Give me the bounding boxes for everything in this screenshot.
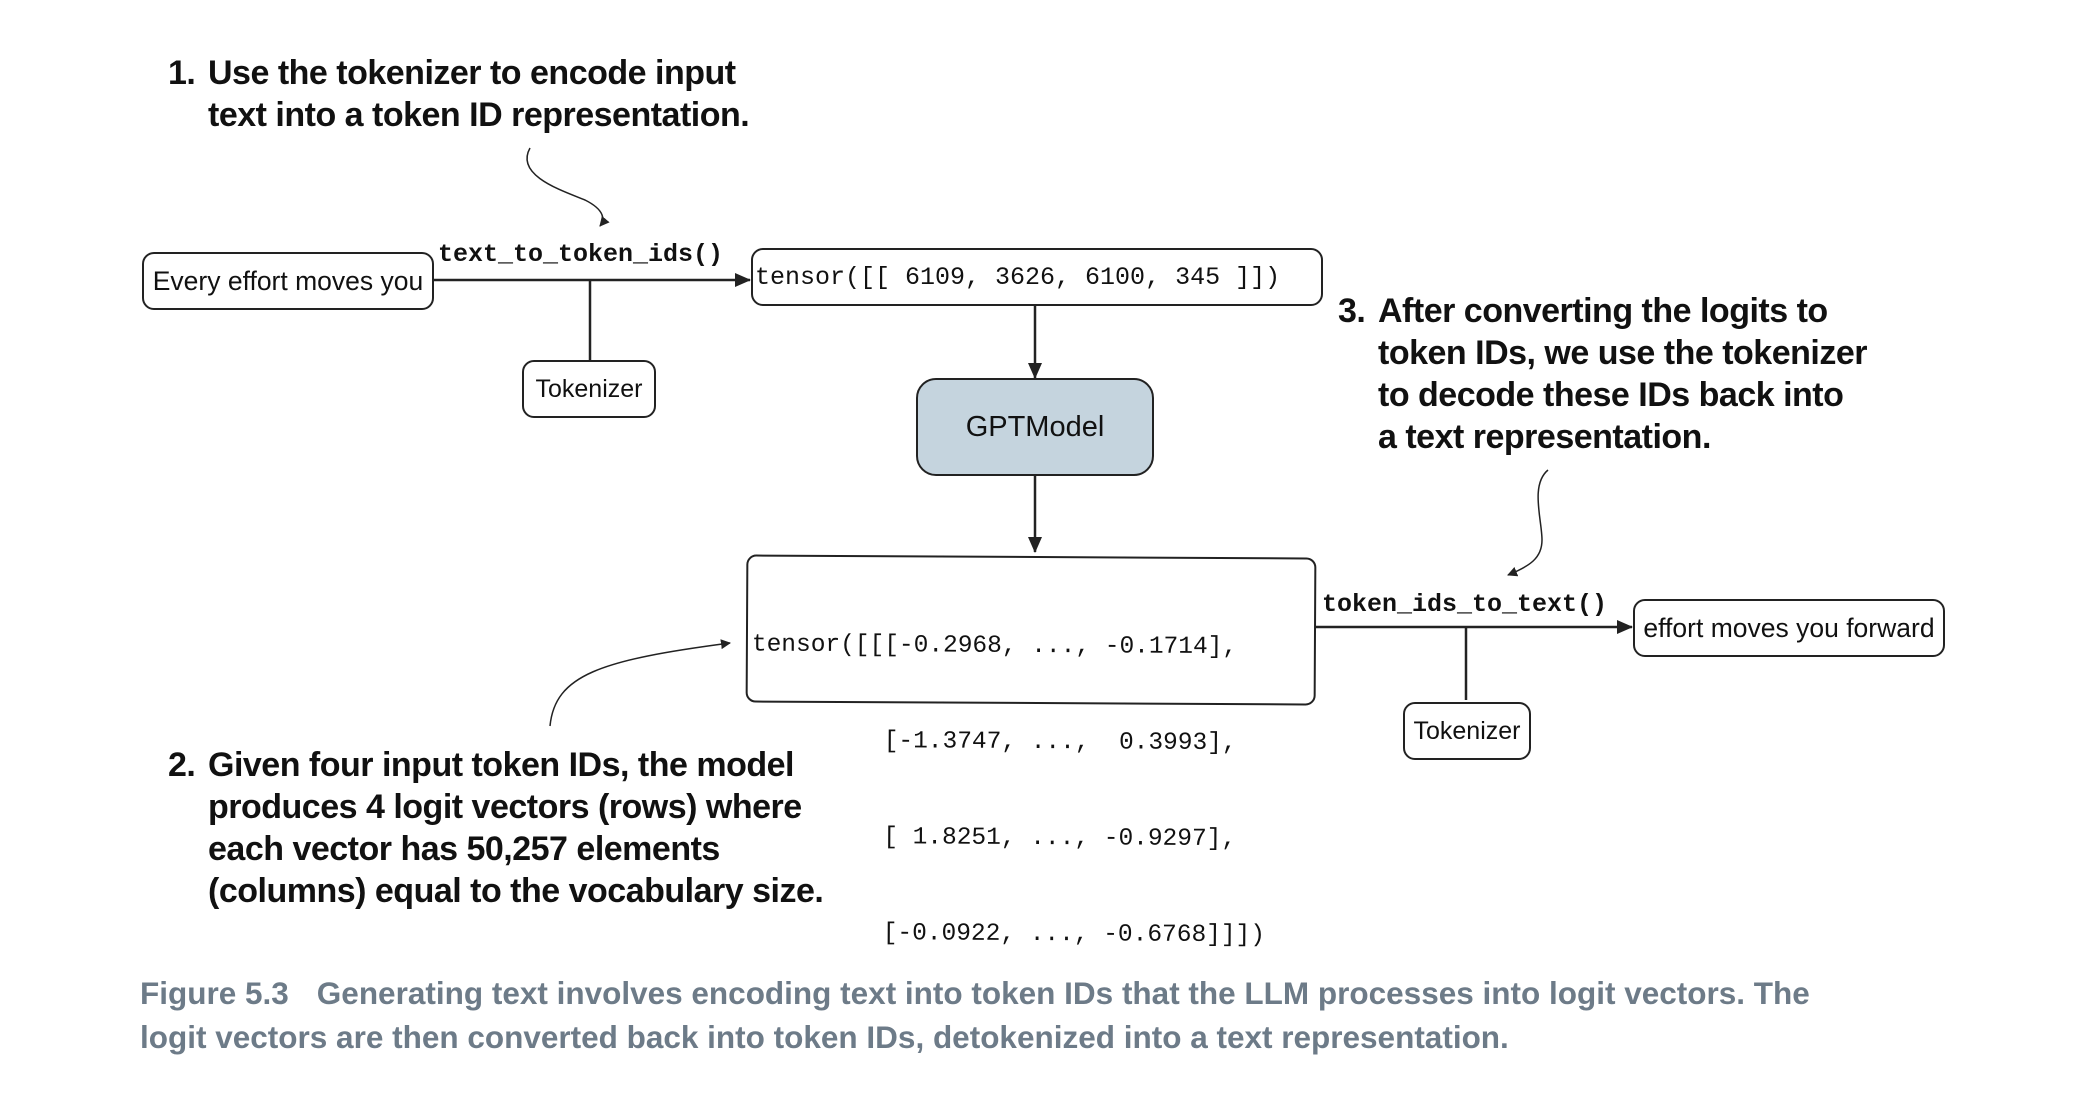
annotation-line: each vector has 50,257 elements [208, 830, 720, 868]
annotation-1: 1. Use the tokenizer to encode input text… [168, 52, 750, 136]
annotation-number: 2. [168, 746, 196, 784]
annotation-2-pointer [549, 639, 731, 727]
logits-row: tensor([[[-0.2968, ..., -0.1714], [751, 631, 1238, 662]
logits-tensor-box: tensor([[[-0.2968, ..., -0.1714], [-1.37… [745, 554, 1317, 949]
annotation-number: 1. [168, 54, 196, 92]
logits-tensor: tensor([[[-0.2968, ..., -0.1714], [-1.37… [750, 566, 1267, 1017]
annotation-line: (columns) equal to the vocabulary size. [208, 872, 824, 910]
gpt-model-box: GPTModel [916, 378, 1154, 476]
output-text-box: effort moves you forward [1633, 599, 1945, 657]
annotation-line: token IDs, we use the tokenizer [1378, 334, 1867, 372]
logits-row: [-1.3747, ..., 0.3993], [751, 727, 1237, 758]
annotation-number: 3. [1338, 292, 1366, 330]
figure-label: Figure 5.3 [140, 975, 289, 1011]
decode-function-label: token_ids_to_text() [1322, 590, 1608, 619]
encode-tokenizer-box: Tokenizer [522, 360, 656, 418]
token-id-tensor: tensor([[ 6109, 3626, 6100, 345 ]]) [755, 262, 1281, 292]
logits-row: [-0.0922, ..., -0.6768]]]) [750, 919, 1266, 950]
input-text: Every effort moves you [152, 265, 424, 296]
figure-caption: Figure 5.3 Generating text involves encod… [140, 971, 1810, 1059]
output-text: effort moves you forward [1643, 612, 1935, 643]
token-id-tensor-box: tensor([[ 6109, 3626, 6100, 345 ]]) [751, 248, 1323, 306]
annotation-1-pointer [526, 147, 610, 227]
caption-line: Generating text involves encoding text i… [316, 975, 1810, 1011]
annotation-3: 3. After converting the logits to token I… [1338, 290, 1867, 458]
annotation-3-pointer [1507, 469, 1549, 577]
decode-tokenizer-box: Tokenizer [1403, 702, 1531, 760]
annotation-line: Use the tokenizer to encode input [208, 54, 736, 92]
annotation-2: 2.Given four input token IDs, the model … [168, 744, 824, 912]
annotation-line: After converting the logits to [1378, 292, 1828, 330]
annotation-line: Given four input token IDs, the model [208, 746, 794, 784]
input-text-box: Every effort moves you [142, 252, 434, 310]
caption-line: logit vectors are then converted back in… [140, 1019, 1509, 1055]
annotation-line: produces 4 logit vectors (rows) where [208, 788, 802, 826]
gpt-model-label: GPTModel [965, 410, 1105, 443]
decode-tokenizer-label: Tokenizer [1413, 716, 1521, 745]
logits-row: [ 1.8251, ..., -0.9297], [750, 823, 1237, 854]
annotation-line: to decode these IDs back into [1378, 376, 1844, 414]
annotation-line: text into a token ID representation. [208, 96, 750, 134]
annotation-line: a text representation. [1378, 418, 1711, 456]
encode-tokenizer-label: Tokenizer [535, 374, 643, 403]
encode-function-label: text_to_token_ids() [438, 240, 724, 269]
